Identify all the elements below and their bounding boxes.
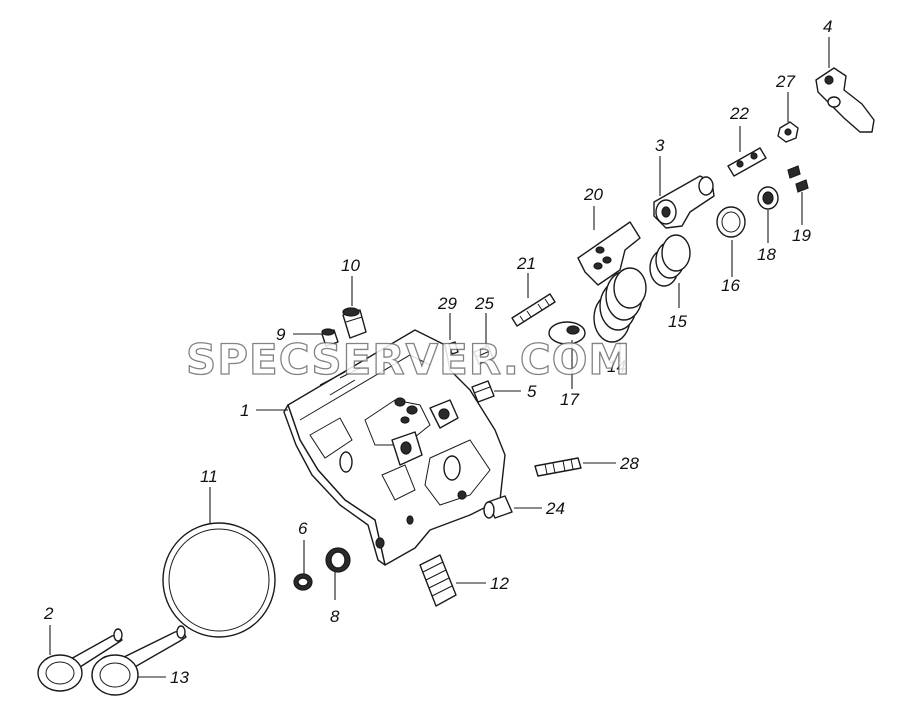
label-9: 9: [276, 325, 286, 344]
label-11: 11: [200, 467, 218, 486]
callout-labels: 1 2 3 4 5 6 8 9 10 11 12 13 14 15 16 17 …: [43, 17, 832, 687]
washer-17: [548, 321, 586, 345]
spring-15: [649, 234, 691, 287]
label-20: 20: [583, 185, 603, 204]
label-27: 27: [775, 72, 795, 91]
nut-27: [777, 121, 799, 143]
label-4: 4: [823, 17, 832, 36]
label-8: 8: [330, 607, 340, 626]
label-13: 13: [170, 668, 189, 687]
pin-29: [448, 341, 459, 355]
label-10: 10: [341, 256, 360, 275]
seal-6: [293, 573, 313, 591]
watermark-text: SPECSERVER.COM: [186, 335, 631, 384]
label-22: 22: [729, 104, 749, 123]
label-25: 25: [474, 294, 494, 313]
stud-21: [511, 293, 556, 327]
label-28: 28: [619, 454, 639, 473]
bushing-9: [321, 328, 339, 347]
rocker-arm-4: [815, 67, 875, 133]
label-18: 18: [757, 245, 776, 264]
label-17: 17: [560, 390, 579, 409]
rocker-support-3: [653, 175, 715, 229]
label-6: 6: [298, 519, 308, 538]
label-1: 1: [240, 401, 249, 420]
plug-24: [483, 495, 513, 519]
label-5: 5: [527, 382, 537, 401]
nut-25: [473, 345, 494, 365]
label-15: 15: [668, 312, 687, 331]
leader-lines: [49, 37, 830, 678]
valve-2: [37, 628, 123, 692]
label-2: 2: [43, 604, 54, 623]
gasket-ring-11: [162, 522, 276, 638]
label-29: 29: [437, 294, 457, 313]
bushing-10: [342, 307, 367, 339]
label-16: 16: [721, 276, 740, 295]
stud-28: [534, 457, 582, 477]
plate-22: [727, 147, 767, 177]
ring-8: [325, 547, 351, 573]
label-14: 14: [607, 357, 626, 376]
label-3: 3: [655, 136, 665, 155]
valve-13: [91, 625, 187, 696]
label-21: 21: [516, 254, 536, 273]
spring-14: [593, 267, 647, 343]
cotters-19: [787, 165, 809, 193]
nut-5: [471, 380, 495, 403]
bracket-20: [577, 221, 641, 286]
label-19: 19: [792, 226, 811, 245]
label-24: 24: [545, 499, 565, 518]
cylinder-head: [283, 329, 506, 566]
ring-18: [757, 186, 779, 210]
retainer-16: [716, 206, 746, 238]
sleeve-12: [419, 554, 457, 607]
label-12: 12: [490, 574, 509, 593]
